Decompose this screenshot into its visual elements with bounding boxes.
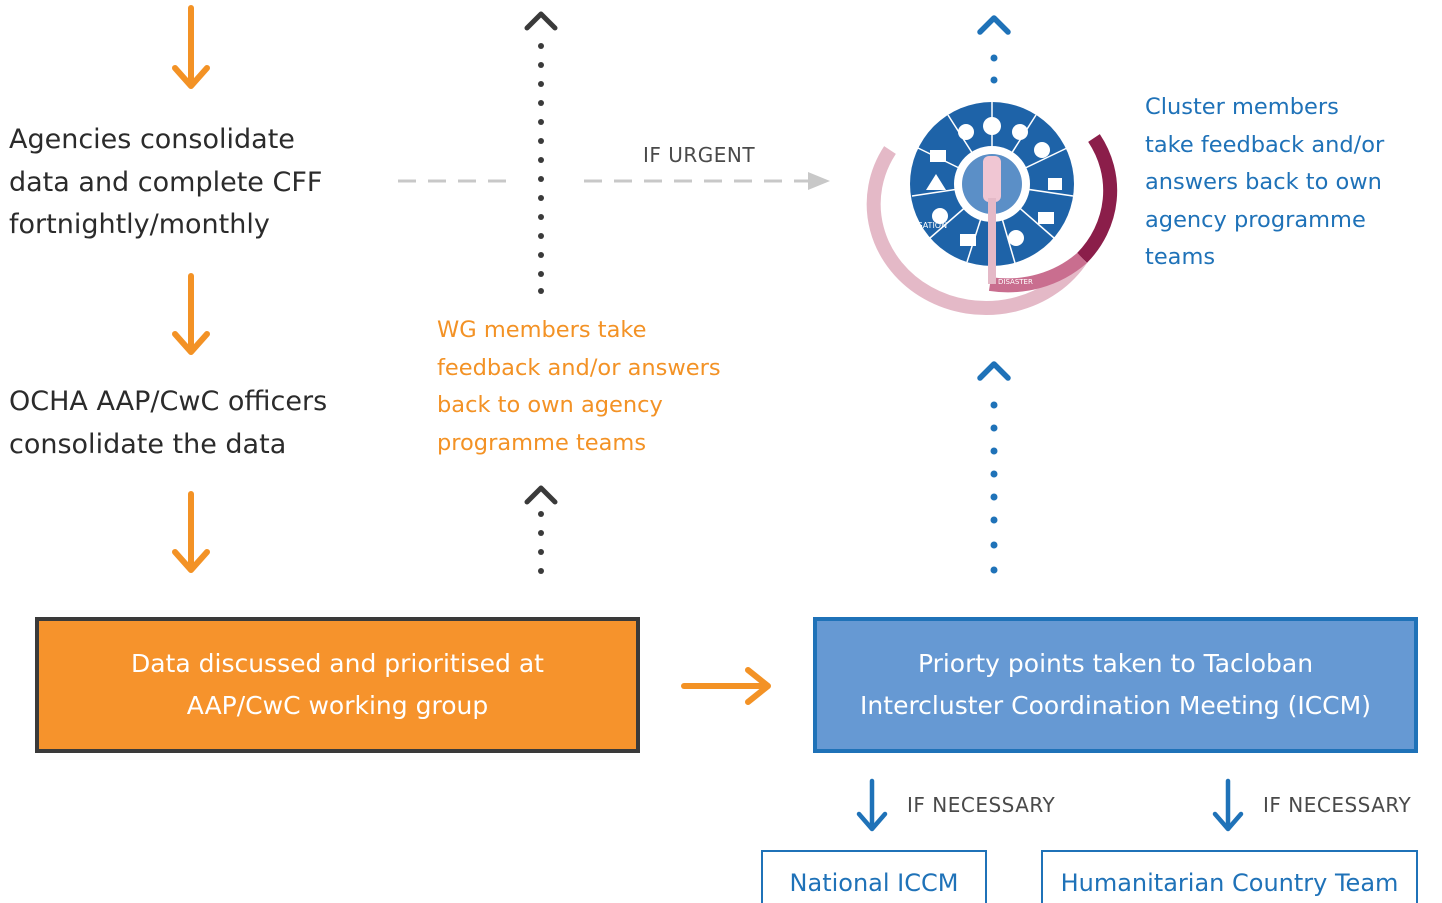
iccm-line: Priorty points taken to Tacloban	[917, 649, 1314, 678]
down-arrow-icon	[172, 5, 210, 89]
dotted-up-connector-blue-top	[990, 54, 998, 84]
step-ocha-officers: OCHA AAP/CwC officers consolidate the da…	[9, 381, 327, 466]
step-line: Agencies consolidate	[9, 124, 295, 155]
down-arrow-icon	[172, 273, 210, 355]
hct-box: Humanitarian Country Team	[1041, 850, 1418, 903]
wg-feedback-text: WG members take feedback and/or answers …	[437, 312, 721, 462]
dotted-up-connector-top	[538, 43, 544, 294]
down-arrow-icon	[1212, 778, 1244, 832]
chevron-up-icon	[524, 485, 558, 505]
step-line: data and complete CFF	[9, 166, 323, 198]
coordinator-stem	[988, 198, 996, 284]
if-necessary-label: IF NECESSARY	[907, 793, 1056, 817]
iccm-line: Intercluster Coordination Meeting (ICCM)	[860, 691, 1371, 720]
cluster-feedback-line: agency programme	[1145, 206, 1366, 233]
working-group-line: AAP/CwC working group	[186, 691, 489, 720]
hct-label: Humanitarian Country Team	[1060, 869, 1399, 897]
dotted-up-connector-bottom	[538, 511, 544, 574]
working-group-box: Data discussed and prioritised at AAP/Cw…	[35, 617, 640, 753]
reconstruction-arc	[1076, 134, 1118, 263]
wg-feedback-line: WG members take	[437, 317, 647, 343]
cluster-feedback-text: Cluster members take feedback and/or ans…	[1145, 89, 1384, 277]
step-agencies-consolidate: Agencies consolidate data and complete C…	[9, 119, 322, 247]
national-iccm-label: National ICCM	[789, 869, 959, 897]
phase-ring	[866, 146, 1088, 316]
response-arc	[988, 252, 1087, 293]
step-line: consolidate the data	[9, 428, 287, 460]
phase-label: MITIGATION	[900, 221, 947, 230]
step-line: fortnightly/monthly	[9, 209, 270, 240]
if-urgent-label: IF URGENT	[643, 143, 756, 167]
cluster-icons	[926, 117, 1062, 246]
cluster-feedback-line: Cluster members	[1145, 94, 1339, 120]
down-arrow-icon	[172, 491, 210, 573]
right-arrow-icon	[681, 667, 771, 705]
cluster-feedback-line: answers back to own	[1145, 169, 1382, 195]
step-line: OCHA AAP/CwC officers	[9, 386, 328, 417]
coordinator-figure	[983, 156, 1001, 202]
wg-feedback-line: feedback and/or answers	[437, 354, 721, 381]
working-group-line: Data discussed and prioritised at	[130, 649, 544, 678]
arrowhead-right-icon	[808, 172, 830, 190]
down-arrow-icon	[856, 778, 888, 832]
chevron-up-icon	[977, 15, 1011, 35]
cluster-wheel-graphic: MITIGATION DISASTER	[866, 102, 1118, 316]
wg-feedback-line: programme teams	[437, 429, 647, 456]
chevron-up-icon	[524, 11, 558, 31]
phase-label: DISASTER	[998, 278, 1033, 286]
wg-feedback-line: back to own agency	[437, 392, 663, 418]
iccm-box: Priorty points taken to Tacloban Intercl…	[813, 617, 1418, 753]
chevron-up-icon	[977, 361, 1011, 381]
dotted-up-connector-blue	[990, 401, 998, 574]
national-iccm-box: National ICCM	[761, 850, 987, 903]
cluster-feedback-line: take feedback and/or	[1145, 131, 1385, 158]
cluster-feedback-line: teams	[1145, 244, 1216, 270]
if-necessary-label: IF NECESSARY	[1263, 793, 1412, 817]
